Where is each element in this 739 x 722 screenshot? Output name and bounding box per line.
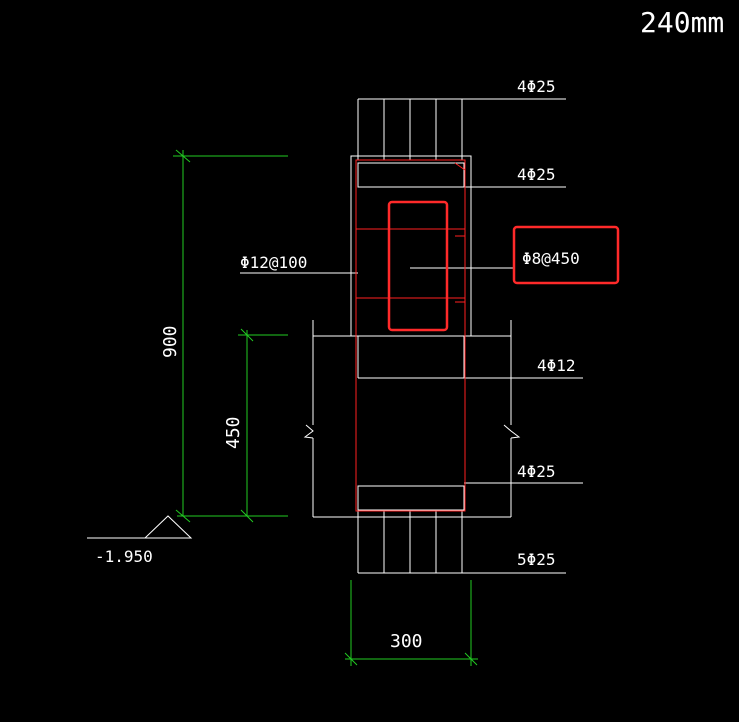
tie-label-highlight [512,225,620,285]
label-bottom-inner-bars: 4Φ25 [517,462,556,481]
dimension-lines [173,149,478,666]
scale-label: 240mm [640,6,724,39]
label-bottom-outer-bars: 5Φ25 [517,550,556,569]
label-stirrup: Φ12@100 [240,253,307,272]
label-top-inner-bars: 4Φ25 [517,165,556,184]
stirrup-outline [355,159,466,512]
label-tie-bar: Φ8@450 [522,249,580,268]
label-side-bars: 4Φ12 [537,356,576,375]
dim-total-height: 900 [160,325,181,358]
dim-lower-height: 450 [223,416,244,449]
elevation-marker [87,515,193,539]
label-top-outer-bars: 4Φ25 [517,77,556,96]
elevation-label: -1.950 [95,547,153,566]
tie-bar-highlight [387,200,449,332]
upper-beam-box [350,155,472,337]
highlight-annotations [387,200,620,332]
dim-width: 300 [390,631,423,652]
